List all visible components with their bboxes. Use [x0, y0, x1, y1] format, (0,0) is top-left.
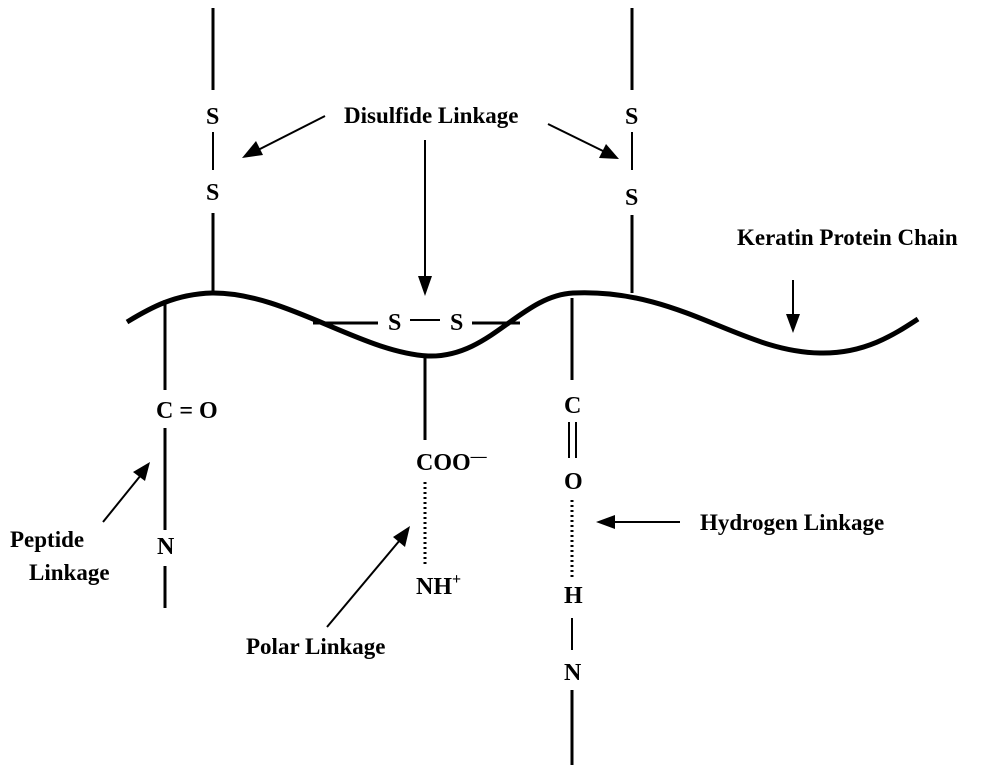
disulfide-arrow-left-head — [242, 141, 263, 158]
polar-arrow-head — [393, 526, 410, 547]
disulfide-arrow-right-shaft — [547, 123, 604, 152]
middle-sulfur-left: S — [388, 310, 401, 336]
peptide-arrow-shaft — [102, 474, 142, 523]
disulfide-arrow-left-shaft — [257, 115, 326, 151]
keratin-protein-chain-label: Keratin Protein Chain — [737, 225, 958, 250]
right-sulfur-top: S — [625, 104, 638, 130]
polar-coo-charge: –– — [470, 448, 488, 465]
hydrogen-carbon: C — [564, 393, 581, 419]
hydrogen-oxygen: O — [564, 469, 583, 495]
peptide-c-eq-o: C = O — [156, 398, 218, 424]
left-sulfur-top: S — [206, 104, 219, 130]
hydrogen-nitrogen: N — [564, 660, 582, 686]
left-sulfur-bottom: S — [206, 180, 219, 206]
disulfide-linkage-label: Disulfide Linkage — [344, 103, 518, 128]
disulfide-arrow-right-head — [599, 144, 619, 159]
polar-linkage-label: Polar Linkage — [246, 634, 386, 659]
middle-sulfur-right: S — [450, 310, 463, 336]
polar-coo-text: COO — [416, 450, 471, 476]
peptide-linkage-label-line2: Linkage — [29, 560, 110, 585]
disulfide-arrow-down-head — [418, 276, 432, 296]
hydrogen-linkage-label: Hydrogen Linkage — [700, 510, 884, 535]
peptide-arrow-head — [133, 462, 150, 481]
polar-arrow-shaft — [326, 539, 401, 628]
keratin-chain-curve — [125, 290, 920, 359]
polar-nh: NH+ — [416, 571, 461, 600]
keratin-arrow-head — [786, 314, 800, 333]
hydrogen-arrow-head — [596, 515, 615, 529]
polar-nh-text: NH — [416, 574, 452, 600]
right-sulfur-bottom: S — [625, 185, 638, 211]
polar-coo: COO–– — [416, 448, 488, 476]
peptide-nitrogen: N — [157, 534, 175, 560]
hydrogen-hydrogen: H — [564, 583, 583, 609]
peptide-linkage-label-line1: Peptide — [10, 527, 84, 552]
polar-nh-charge: + — [452, 571, 461, 588]
